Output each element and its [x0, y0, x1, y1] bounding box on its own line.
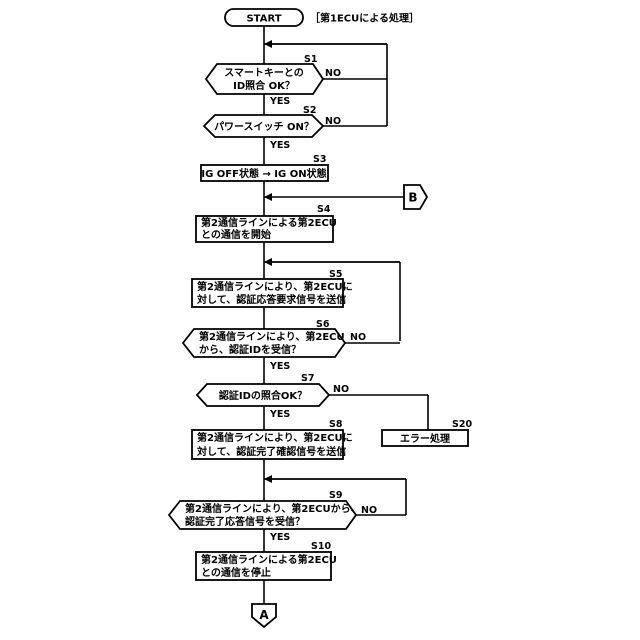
s6-text-line1: 第2通信ラインにより、第2ECU: [199, 330, 345, 343]
s7-step-id: S7: [301, 373, 314, 384]
s7-text: 認証IDの照合OK？: [219, 389, 307, 402]
s9-no-label: NO: [361, 505, 377, 516]
s8-step-id: S8: [329, 419, 343, 430]
s6-step-id: S6: [316, 319, 330, 330]
s9-text-line1: 第2通信ラインにより、第2ECUから、: [185, 502, 361, 515]
s5-text-line2: 対して、認証応答要求信号を送信: [196, 293, 346, 306]
connector-a-label: A: [259, 608, 269, 622]
s1-text-line2: ID照合 OK？: [233, 79, 295, 92]
s2-yes-label: YES: [269, 140, 290, 151]
s5-step-id: S5: [329, 269, 342, 280]
s7-no-label: NO: [333, 384, 349, 395]
s9-step-id: S9: [329, 490, 342, 501]
s10-text-line2: との通信を停止: [201, 566, 271, 579]
s4-text-line2: との通信を開始: [201, 228, 271, 241]
s2-text: パワースイッチ ON？: [214, 121, 314, 133]
s2-step-id: S2: [303, 105, 316, 116]
s1-step-id: S1: [304, 54, 317, 65]
s4-text-line1: 第2通信ラインによる第2ECU: [201, 216, 337, 229]
s20-text: エラー処理: [400, 432, 450, 445]
s8-text-line2: 対して、認証完了確認信号を送信: [196, 445, 346, 458]
s8-text-line1: 第2通信ラインにより、第2ECUに: [197, 431, 353, 444]
s9-text-line2: 認証完了応答信号を受信？: [185, 515, 305, 528]
s1-no-label: NO: [325, 68, 341, 79]
connector-b-label: B: [408, 191, 417, 205]
process-caption: ［第1ECUによる処理］: [310, 12, 419, 25]
s3-step-id: S3: [313, 154, 326, 165]
s4-step-id: S4: [317, 204, 331, 215]
start-label: START: [246, 14, 281, 25]
s5-text-line1: 第2通信ラインにより、第2ECUに: [197, 280, 353, 293]
s10-step-id: S10: [311, 541, 331, 552]
s10-text-line1: 第2通信ラインによる第2ECU: [201, 553, 337, 566]
s3-text: IG OFF状態 → IG ON状態: [201, 167, 326, 180]
s20-step-id: S20: [452, 419, 472, 430]
s1-yes-label: YES: [269, 96, 290, 107]
s9-yes-label: YES: [269, 532, 290, 543]
s1-text-line1: スマートキーとの: [224, 67, 304, 79]
s6-yes-label: YES: [269, 361, 290, 372]
s6-text-line2: から、認証IDを受信？: [199, 343, 301, 356]
s6-no-label: NO: [350, 332, 366, 343]
s7-yes-label: YES: [269, 409, 290, 420]
